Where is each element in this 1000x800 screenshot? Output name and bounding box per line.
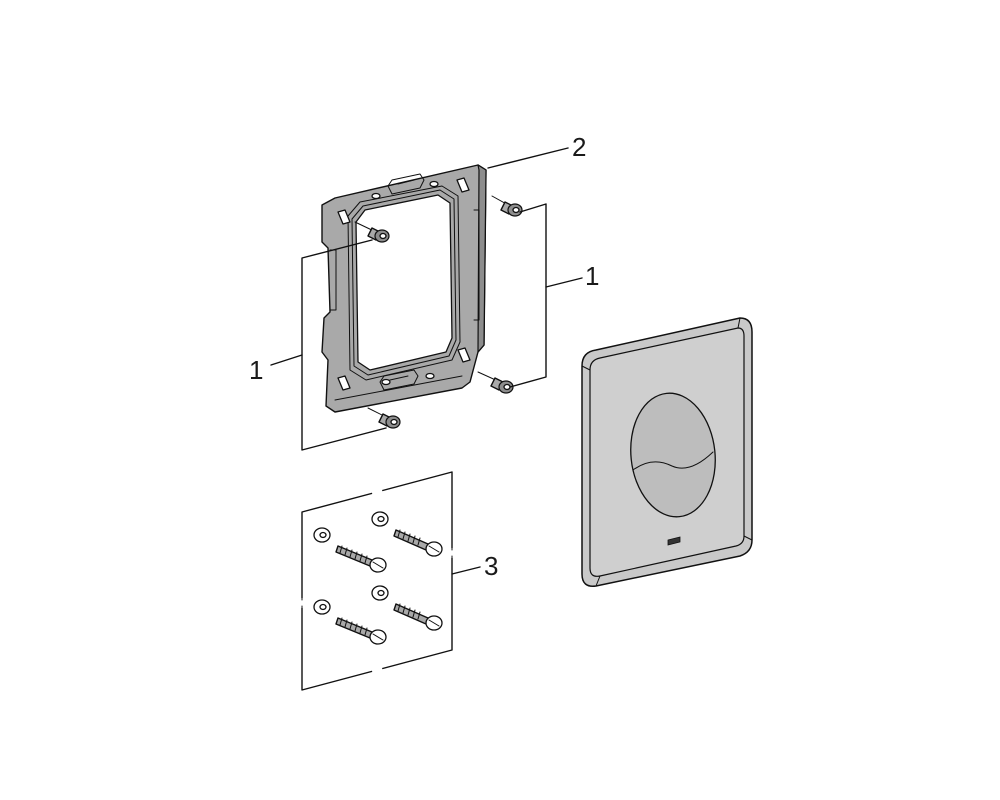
callout-label-1-left: 1 [249, 355, 263, 385]
leader-fixing-kit [451, 566, 481, 575]
bracket-screws-right [509, 203, 583, 388]
fixing-screw-2 [371, 511, 443, 557]
frame-screw-top-right [491, 195, 523, 217]
frame-screw-bottom-right [477, 371, 514, 394]
callout-label-3: 3 [484, 551, 498, 581]
fixing-kit-box [300, 471, 454, 691]
frame-screw-top-left [354, 221, 390, 243]
fixing-screw-4 [371, 585, 443, 631]
frame-slot-holes [337, 177, 471, 391]
bracket-screws-left [270, 239, 387, 451]
callout-label-1-right: 1 [585, 261, 599, 291]
callout-label-2: 2 [572, 132, 586, 162]
fixing-screw-3 [313, 599, 387, 645]
mounting-frame [321, 164, 487, 413]
flush-plate [581, 317, 753, 587]
flush-button [630, 392, 716, 518]
leader-frame [487, 147, 569, 169]
frame-screw-bottom-left [367, 407, 401, 429]
fixing-screw-1 [313, 527, 387, 573]
brand-logo-mark [667, 536, 681, 546]
